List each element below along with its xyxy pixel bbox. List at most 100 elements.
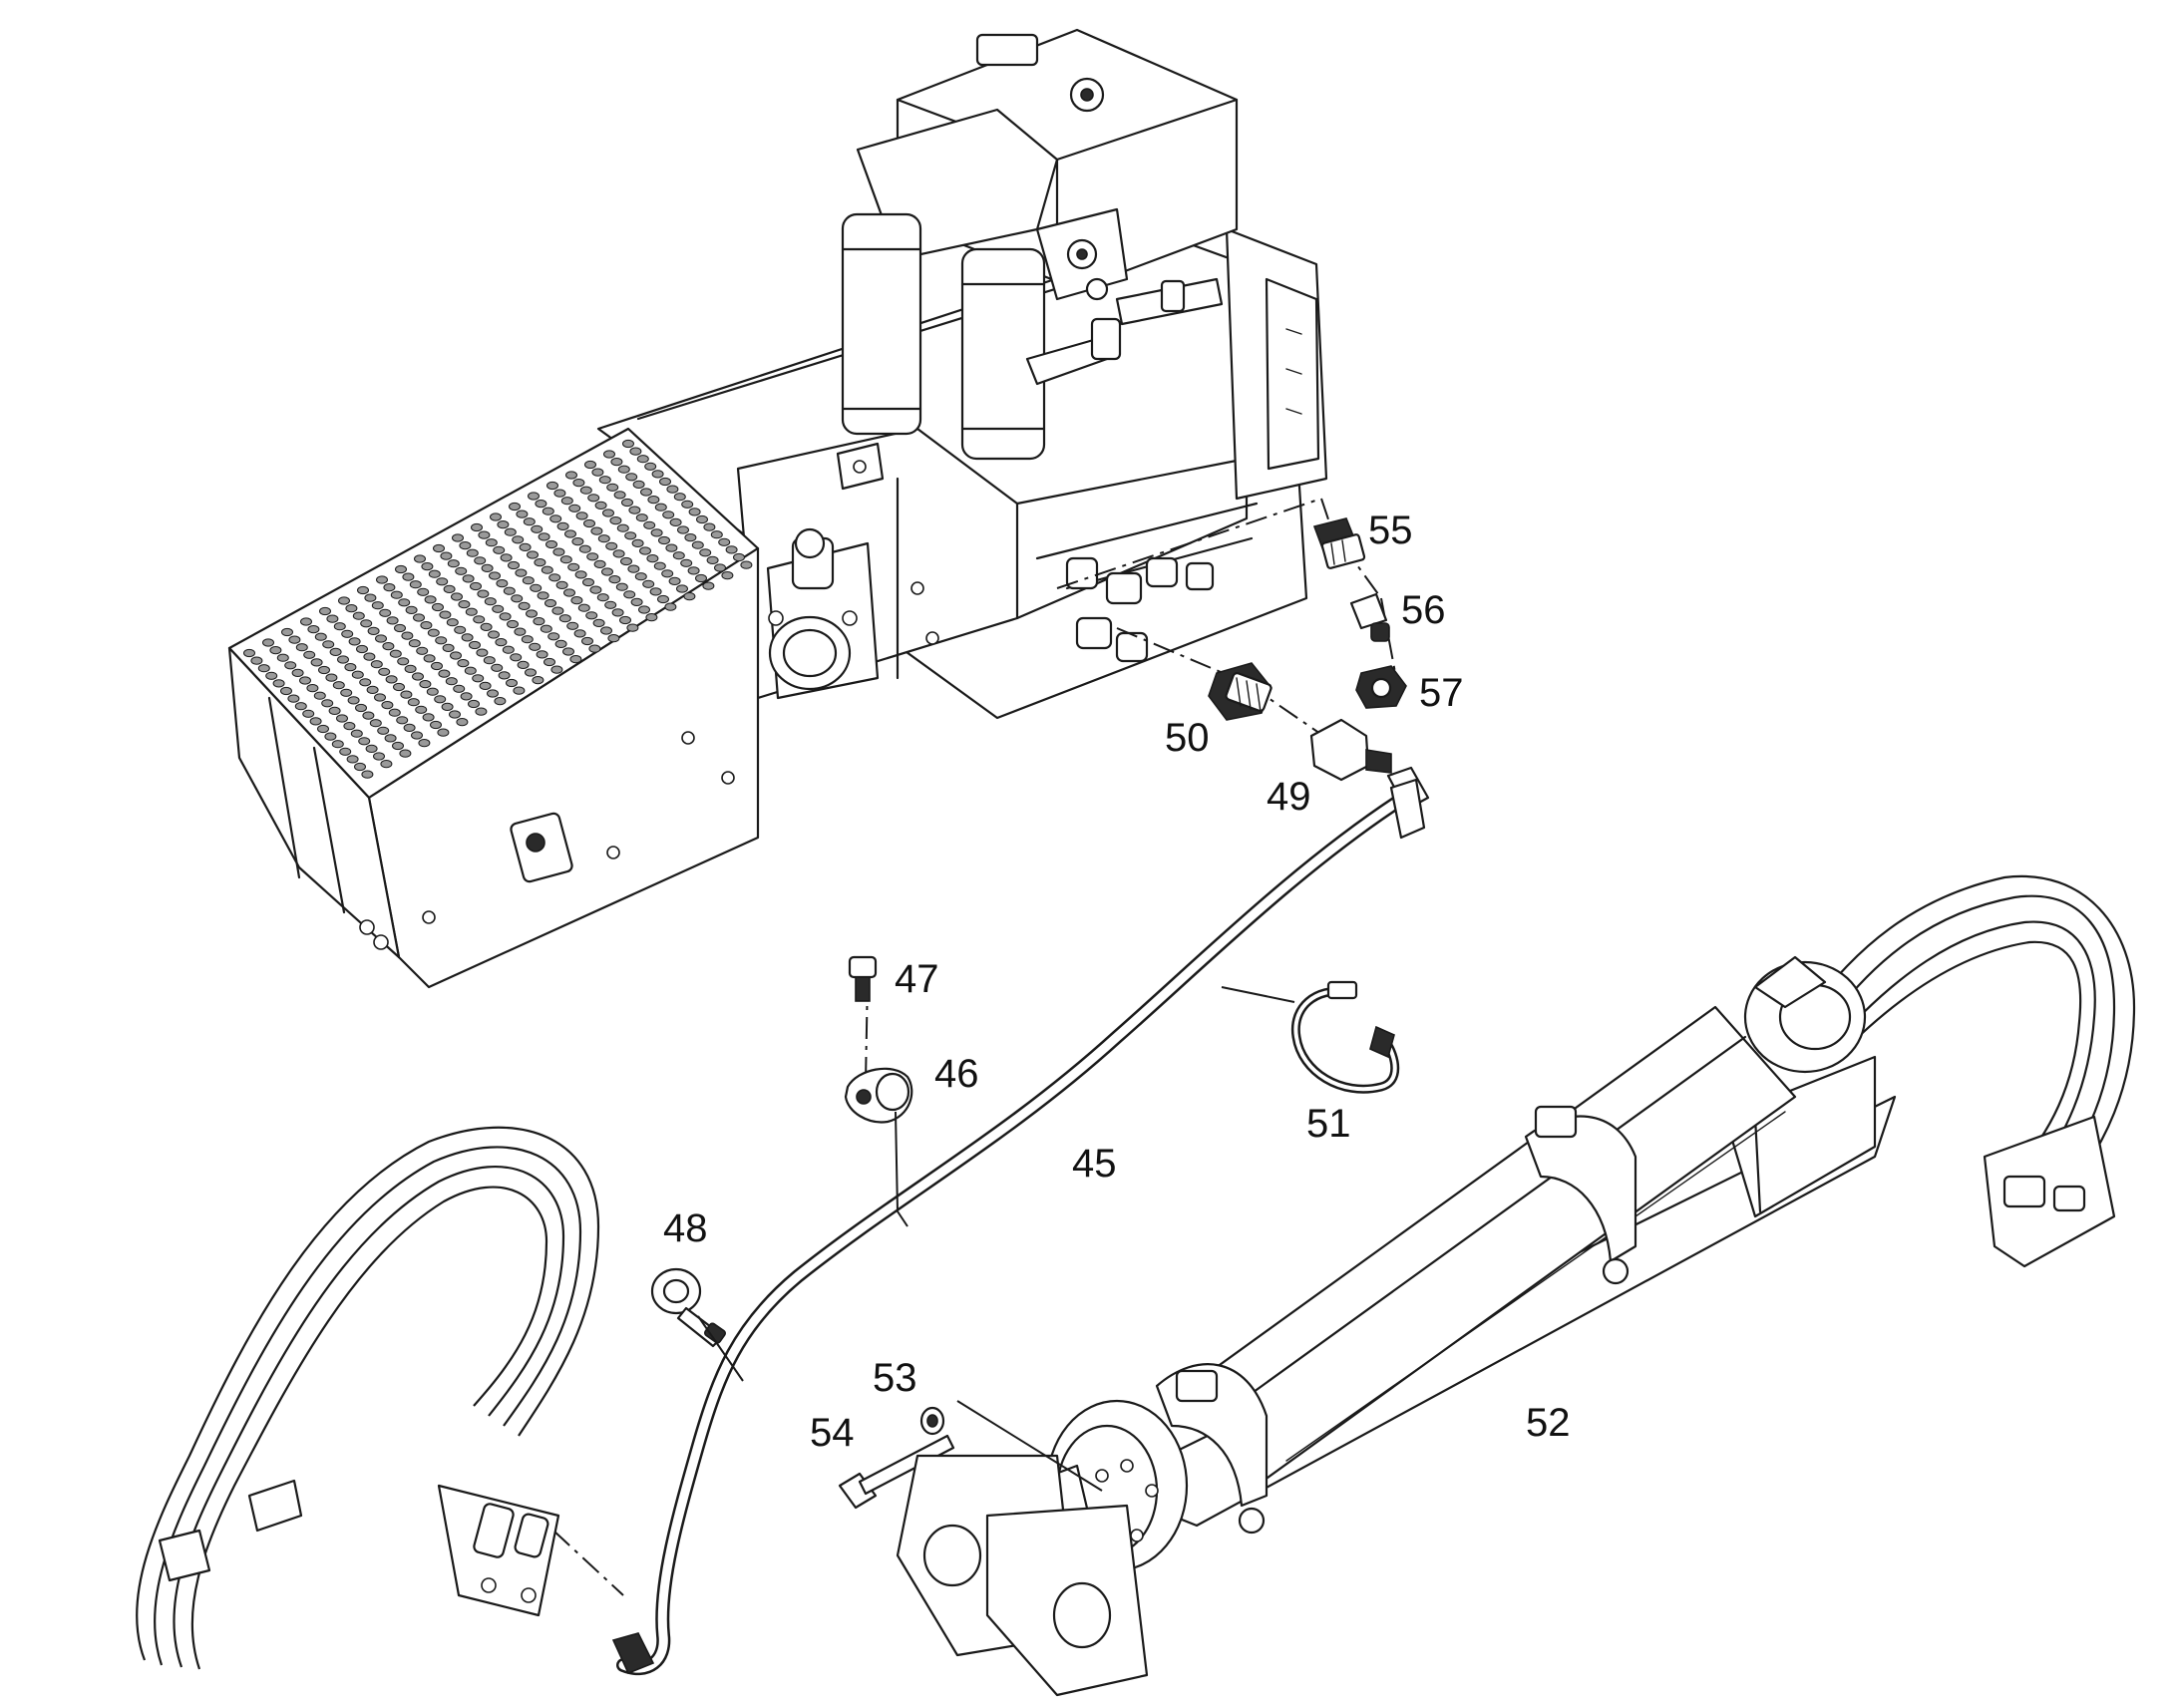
- perforation-hole: [623, 590, 636, 599]
- callout-45: 45: [1072, 1142, 1117, 1186]
- perforation-hole: [347, 696, 360, 705]
- perforation-hole: [280, 686, 292, 696]
- perforation-hole: [421, 562, 434, 571]
- perforation-hole: [733, 552, 745, 562]
- perforation-hole: [504, 527, 517, 536]
- perforation-hole: [493, 545, 506, 554]
- perforation-hole: [385, 675, 398, 684]
- perforated-step-box: [227, 427, 760, 989]
- perforation-hole: [518, 601, 531, 611]
- perforation-hole: [597, 534, 610, 543]
- perforation-hole: [375, 634, 387, 643]
- perforation-hole: [314, 632, 327, 641]
- perforation-hole: [257, 664, 270, 673]
- perforation-hole: [371, 601, 384, 610]
- perforation-hole: [499, 612, 512, 621]
- perforation-hole: [449, 710, 461, 719]
- callout-54: 54: [810, 1411, 855, 1455]
- perforation-hole: [394, 623, 406, 633]
- perforation-hole: [411, 731, 423, 740]
- perforation-hole: [390, 590, 403, 599]
- perforation-hole: [393, 682, 405, 692]
- perforation-hole: [476, 648, 489, 657]
- perforation-hole: [589, 585, 602, 594]
- perforation-hole: [526, 609, 538, 618]
- perforation-hole: [488, 630, 500, 639]
- perforation-hole: [695, 573, 707, 583]
- perforation-hole: [721, 571, 734, 580]
- perforation-hole: [554, 639, 567, 649]
- perforation-hole: [684, 533, 697, 542]
- perforation-hole: [369, 719, 382, 728]
- perforation-hole: [669, 517, 682, 527]
- perforation-hole: [392, 741, 404, 751]
- perforation-hole: [337, 655, 349, 664]
- perforation-hole: [565, 471, 577, 480]
- perforation-hole: [644, 462, 657, 471]
- perforation-hole: [522, 576, 535, 585]
- perforation-hole: [494, 697, 507, 706]
- callout-47: 47: [895, 957, 939, 1001]
- perforation-hole: [400, 690, 413, 699]
- perforation-hole: [447, 559, 460, 568]
- perforation-hole: [440, 551, 453, 560]
- perforation-hole: [610, 458, 623, 467]
- perforation-hole: [376, 575, 388, 584]
- perforation-hole: [345, 604, 358, 613]
- perforation-hole: [512, 535, 525, 544]
- perforation-hole: [487, 689, 499, 698]
- perforation-hole: [338, 596, 350, 605]
- perforation-hole: [380, 760, 393, 769]
- perforation-hole: [517, 660, 530, 670]
- perforation-hole: [341, 629, 354, 638]
- perforation-hole: [528, 492, 540, 501]
- perforation-hole: [545, 539, 557, 549]
- perforation-hole: [718, 537, 731, 546]
- perforation-hole: [537, 591, 549, 600]
- perforation-hole: [627, 564, 640, 573]
- perforation-hole: [458, 600, 471, 609]
- perforation-hole: [533, 617, 545, 626]
- perforation-hole: [643, 520, 656, 529]
- perforation-hole: [558, 614, 571, 623]
- perforation-hole: [322, 640, 335, 649]
- perforation-hole: [563, 588, 575, 597]
- perforation-hole: [464, 666, 477, 675]
- perforation-hole: [439, 610, 452, 619]
- perforation-hole: [359, 678, 372, 687]
- perforation-hole: [470, 581, 482, 591]
- perforation-hole: [325, 673, 338, 682]
- perforation-hole: [404, 664, 417, 674]
- perforation-hole: [328, 706, 341, 716]
- callout-51: 51: [1306, 1102, 1351, 1146]
- callout-53: 53: [873, 1356, 917, 1400]
- perforation-hole: [646, 554, 659, 563]
- perforation-hole: [569, 655, 582, 664]
- perforation-hole: [581, 636, 593, 646]
- perforation-hole: [551, 606, 564, 615]
- perforation-hole: [405, 605, 418, 615]
- perforation-hole: [544, 657, 555, 667]
- perforation-hole: [386, 616, 399, 625]
- perforation-hole: [626, 623, 639, 632]
- perforation-hole: [572, 479, 585, 488]
- perforation-hole: [699, 548, 712, 557]
- perforation-hole: [661, 569, 674, 578]
- perforation-hole: [454, 625, 467, 634]
- perforation-hole: [291, 668, 304, 678]
- perforation-hole: [560, 497, 573, 506]
- perforation-hole: [664, 602, 677, 611]
- perforation-hole: [575, 512, 588, 520]
- perforation-hole: [556, 521, 569, 531]
- perforation-hole: [564, 529, 576, 538]
- perforation-hole: [579, 486, 592, 495]
- perforation-hole: [523, 517, 536, 526]
- perforation-hole: [657, 594, 669, 604]
- perforation-hole: [511, 594, 524, 603]
- perforation-hole: [318, 665, 330, 675]
- perforation-hole: [382, 642, 395, 651]
- perforation-hole: [604, 600, 617, 609]
- perforation-hole: [451, 592, 463, 601]
- perforation-hole: [640, 488, 652, 497]
